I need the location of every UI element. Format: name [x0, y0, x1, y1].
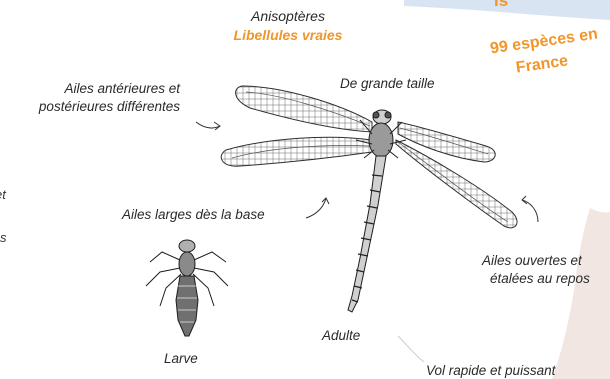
label-flight: Vol rapide et puissant: [426, 362, 555, 379]
larva-head: [179, 240, 195, 252]
count-partial-top: is: [494, 0, 508, 9]
label-wings-broad: Ailes larges dès la base: [122, 206, 265, 223]
adult-abdomen: [348, 156, 386, 312]
label-wings-different-line2: postérieures différentes: [6, 98, 180, 115]
larva-abdomen: [176, 276, 198, 336]
label-adult: Adulte: [322, 327, 360, 344]
label-wings-open-line1: Ailes ouvertes et: [482, 252, 582, 269]
label-wings-different-line1: Ailes antérieures et: [10, 80, 180, 97]
label-large-size: De grande taille: [340, 75, 435, 92]
larva-illustration: [146, 240, 228, 336]
larva-thorax: [179, 252, 195, 276]
left-hindwing: [221, 137, 372, 166]
line-flight: [398, 336, 424, 362]
arrow-wings-open-head: [522, 196, 527, 204]
arrow-wings-different-head: [214, 122, 220, 130]
arrow-wings-different: [196, 122, 220, 128]
group-common-name: Libellules vraies: [216, 27, 360, 44]
left-eye: [373, 112, 379, 118]
cropped-text-left-2: s: [0, 230, 7, 245]
right-eye: [385, 112, 391, 118]
arrow-wings-open: [522, 200, 538, 222]
group-name: Anisoptères: [228, 8, 348, 25]
label-wings-open-line2: étalées au repos: [490, 270, 590, 287]
cropped-text-left-1: et: [0, 187, 6, 202]
adult-thorax: [369, 123, 393, 157]
label-larva: Larve: [164, 350, 198, 367]
